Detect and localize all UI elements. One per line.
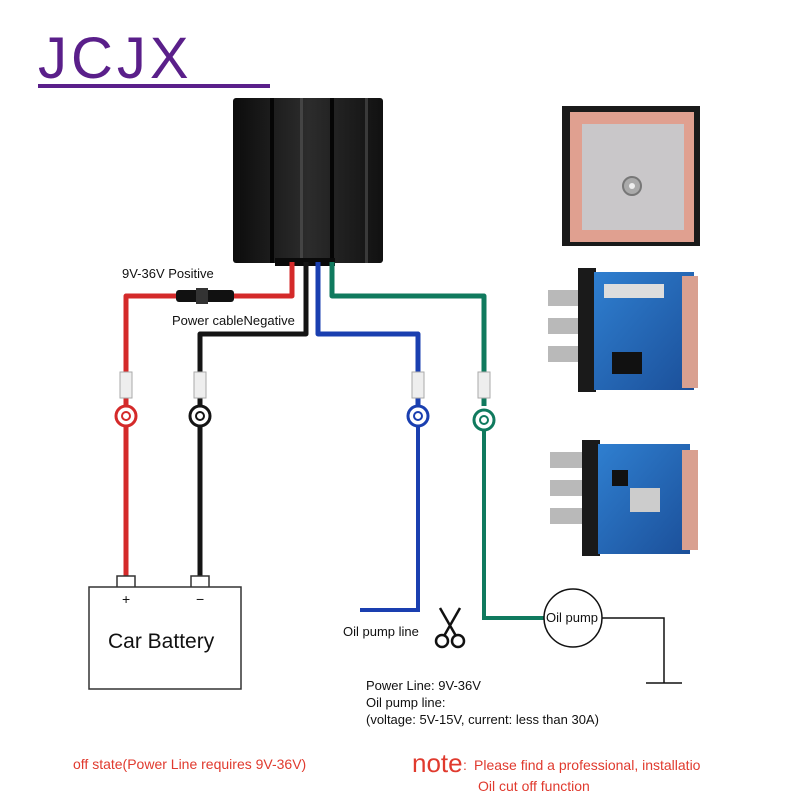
- blue-wire: [315, 262, 421, 406]
- battery-plus-label: +: [122, 591, 130, 607]
- green-wire: [329, 262, 487, 406]
- scissors-icon: [434, 607, 466, 649]
- fuse: [176, 288, 234, 304]
- battery-minus-label: −: [196, 591, 204, 607]
- spec-oil-line: Oil pump line:: [366, 695, 445, 710]
- brand-logo: JCJX: [38, 26, 193, 91]
- battery-label: Car Battery: [108, 630, 215, 653]
- note-word: note: [412, 748, 463, 778]
- relay-module-photo: [550, 440, 698, 556]
- pump-ground-wire: [602, 617, 665, 683]
- note-text-2: Oil cut off function: [478, 778, 590, 794]
- device-box: [233, 98, 383, 266]
- oil-pump-line-label: Oil pump line: [343, 624, 419, 639]
- positive-wire-sleeve: [119, 371, 133, 399]
- footer-off-state: off state(Power Line requires 9V-36V): [73, 756, 306, 772]
- car-battery: + − Car Battery: [88, 575, 242, 690]
- spec-power-line: Power Line: 9V-36V: [366, 678, 481, 693]
- gps-antenna-photo: [562, 106, 700, 246]
- spec-voltage-current: (voltage: 5V-15V, current: less than 30A…: [366, 712, 599, 727]
- relay-module-photo: [548, 268, 698, 392]
- oil-pump-label: Oil pump: [546, 610, 598, 625]
- positive-wire-label: 9V-36V Positive: [122, 266, 214, 281]
- negative-wire: [197, 262, 309, 406]
- brand-underline: [38, 84, 270, 88]
- negative-wire-label: Power cableNegative: [172, 313, 295, 328]
- note-text-1: Please find a professional, installatio: [474, 757, 701, 773]
- note-colon: :: [463, 757, 467, 773]
